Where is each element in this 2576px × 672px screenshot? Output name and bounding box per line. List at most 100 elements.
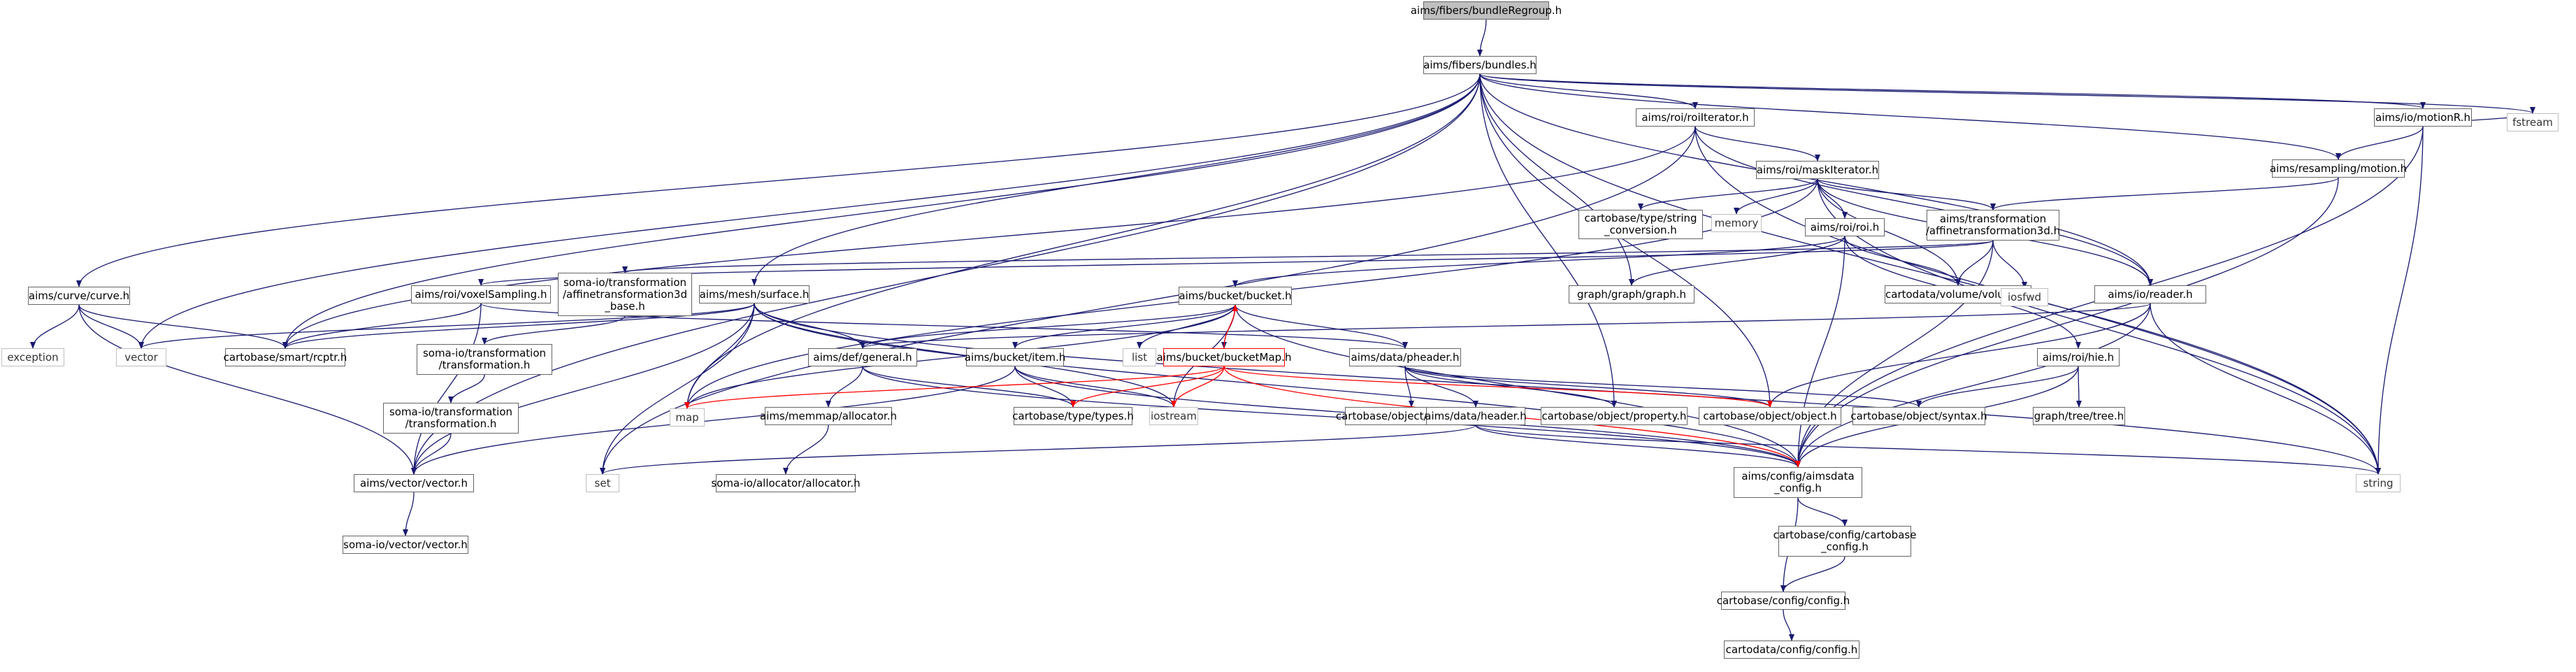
edge-bundles-to-motionR xyxy=(1479,73,2426,109)
node-surface-h[interactable]: aims/mesh/surface.h xyxy=(699,285,810,303)
node-string-conversion-h[interactable]: cartobase/type/string_conversion.h xyxy=(1578,210,1703,239)
node-list: list xyxy=(1123,348,1156,366)
node-bucket-h[interactable]: aims/bucket/bucket.h xyxy=(1179,287,1292,305)
edge-config-to-cartodata_config xyxy=(1783,609,1794,641)
node-set: set xyxy=(586,474,619,492)
node-line: aims/config/aimsdata xyxy=(1741,470,1855,482)
edge-voxelsampling-to-pheader xyxy=(480,303,1408,349)
node-line: _base.h xyxy=(605,299,645,313)
edge-roiiterator-to-rcptr xyxy=(282,126,1696,349)
edge-reader-to-string xyxy=(2150,303,2381,475)
edge-bundles-to-resampling xyxy=(1479,73,2341,160)
node-line: soma-io/transformation xyxy=(563,276,687,289)
node-tree-h[interactable]: graph/tree/tree.h xyxy=(2033,407,2125,425)
edge-soma_affine_base-to-soma_transformation xyxy=(482,315,626,345)
node-syntax-h[interactable]: cartobase/object/syntax.h xyxy=(1850,407,1987,425)
edge-motionR-to-string xyxy=(2375,126,2424,475)
node-hie-h[interactable]: aims/roi/hie.h xyxy=(2037,348,2120,366)
node-line: cartobase/type/string xyxy=(1584,212,1697,224)
node-affinetransformation3d-h[interactable]: aims/transformation/affinetransformation… xyxy=(1926,210,2060,241)
edge-bundles-to-roiiterator xyxy=(1479,73,1698,109)
edge-affine-to-soma_affine_base xyxy=(622,240,1994,273)
node-soma-vector-h[interactable]: soma-io/vector/vector.h xyxy=(343,536,468,554)
edge-bucketmap-to-object xyxy=(1223,366,1773,408)
node-allocator-h[interactable]: aims/memmap/allocator.h xyxy=(760,407,897,425)
edge-bucket-to-pheader xyxy=(1235,304,1408,349)
edge-header-to-set xyxy=(600,424,1476,475)
edge-pheader-to-property xyxy=(1404,366,1617,408)
edge-bundles-to-surface xyxy=(751,73,1481,286)
node-iosfwd: iosfwd xyxy=(2001,288,2048,306)
edge-item-to-iostream xyxy=(1014,366,1177,408)
edge-allocator-to-soma_allocator xyxy=(783,424,829,475)
edge-bundles-to-object xyxy=(1479,73,1773,408)
edge-motionR-to-resampling xyxy=(2336,126,2424,160)
edge-bucketmap-to-types xyxy=(1070,366,1225,408)
node-bundles-h[interactable]: aims/fibers/bundles.h xyxy=(1423,56,1537,74)
node-cartodata-config-h[interactable]: cartodata/config/config.h xyxy=(1724,641,1859,659)
node-line: soma-io/transformation xyxy=(422,347,547,359)
node-object-h[interactable]: cartobase/object/object.h xyxy=(1699,407,1841,425)
edge-pheader-to-headered xyxy=(1404,366,1414,408)
node-reader-h[interactable]: aims/io/reader.h xyxy=(2094,285,2206,303)
node-bundleregroup-h: aims/fibers/bundleRegroup.h xyxy=(1411,1,1562,20)
node-cartobase-config-h[interactable]: cartobase/config/cartobase_config.h xyxy=(1773,526,1916,557)
edge-surface-to-set xyxy=(600,303,755,475)
edge-resampling-to-affine xyxy=(1990,177,2339,210)
node-transformation-h[interactable]: soma-io/transformation/transformation.h xyxy=(417,344,552,375)
edge-hie-to-syntax xyxy=(1916,366,2079,408)
node-iostream: iostream xyxy=(1149,407,1198,425)
node-soma-allocator-h[interactable]: soma-io/allocator/allocator.h xyxy=(711,474,861,492)
edge-bundles-to-graph xyxy=(1479,73,1634,286)
node-affinetransformation3d-base-h[interactable]: soma-io/transformation/affinetransformat… xyxy=(558,273,692,316)
node-vector: vector xyxy=(116,348,166,366)
node-fstream: fstream xyxy=(2507,113,2559,131)
edge-aims_vector-to-soma_vector xyxy=(403,492,415,536)
edge-pheader-to-header xyxy=(1404,366,1478,408)
edge-header-to-aimsdata_config xyxy=(1475,424,1801,468)
node-line: soma-io/transformation xyxy=(389,406,513,418)
edge-maskiterator-to-volume xyxy=(1817,178,1961,286)
node-types-h[interactable]: cartobase/type/types.h xyxy=(1012,407,1134,425)
node-roiiterator-h[interactable]: aims/roi/roiIterator.h xyxy=(1636,108,1755,127)
node-config-h[interactable]: cartobase/config/config.h xyxy=(1717,592,1850,610)
node-general-h[interactable]: aims/def/general.h xyxy=(808,348,917,366)
edge-surface-to-string xyxy=(754,303,2381,475)
edge-bucketmap-to-bucket xyxy=(1223,304,1238,349)
node-rcptr-h[interactable]: cartobase/smart/rcptr.h xyxy=(224,348,347,366)
edge-bundles-to-rcptr xyxy=(282,73,1481,349)
edge-affine-to-aimsdata_config xyxy=(1795,240,1994,468)
node-curve-h[interactable]: aims/curve/curve.h xyxy=(28,287,130,305)
edge-reader-to-aimsdata_config xyxy=(1795,303,2151,468)
node-line: _config.h xyxy=(1821,541,1869,553)
node-bucketmap-h[interactable]: aims/bucket/bucketMap.h xyxy=(1157,348,1291,366)
node-pheader-h[interactable]: aims/data/pheader.h xyxy=(1349,348,1461,366)
node-motionr-h[interactable]: aims/io/motionR.h xyxy=(2374,108,2472,127)
edge-soma_transformation-to-soma_transformation2 xyxy=(448,374,485,403)
edge-curve-to-rcptr xyxy=(78,304,288,349)
node-item-h[interactable]: aims/bucket/item.h xyxy=(965,348,1065,366)
node-header-h[interactable]: aims/data/header.h xyxy=(1425,407,1527,425)
node-line: /transformation.h xyxy=(438,359,531,371)
node-graph-h[interactable]: graph/graph/graph.h xyxy=(1569,285,1694,303)
edge-bucketmap-to-iostream xyxy=(1171,366,1225,408)
node-soma-transformation-h[interactable]: soma-io/transformation/transformation.h xyxy=(383,403,519,434)
node-property-h[interactable]: cartobase/object/property.h xyxy=(1541,407,1688,425)
node-line: /transformation.h xyxy=(405,417,497,430)
edge-aimsdata_config-to-cartobase_config xyxy=(1797,497,1848,527)
node-roi-h[interactable]: aims/roi/roi.h xyxy=(1805,218,1885,236)
edge-hie-to-tree xyxy=(2075,366,2082,408)
edge-roi-to-graph xyxy=(1629,236,1845,286)
node-maskiterator-h[interactable]: aims/roi/maskIterator.h xyxy=(1756,161,1879,179)
edge-roi-to-bucket xyxy=(1232,236,1845,287)
edge-roi-to-aimsdata_config xyxy=(1795,236,1845,468)
node-voxelsampling-h[interactable]: aims/roi/voxelSampling.h xyxy=(411,285,551,303)
node-resampling-motion-h[interactable]: aims/resampling/motion.h xyxy=(2270,159,2407,178)
edge-pheader-to-object xyxy=(1404,366,1773,408)
node-aimsdata-config-h[interactable]: aims/config/aimsdata_config.h xyxy=(1734,467,1862,498)
node-aims-vector-h[interactable]: aims/vector/vector.h xyxy=(354,474,474,492)
edge-curve-to-exception xyxy=(30,304,80,349)
edge-bundles-to-reader xyxy=(1479,73,2153,286)
edge-surface-to-aims_vector xyxy=(411,303,755,475)
